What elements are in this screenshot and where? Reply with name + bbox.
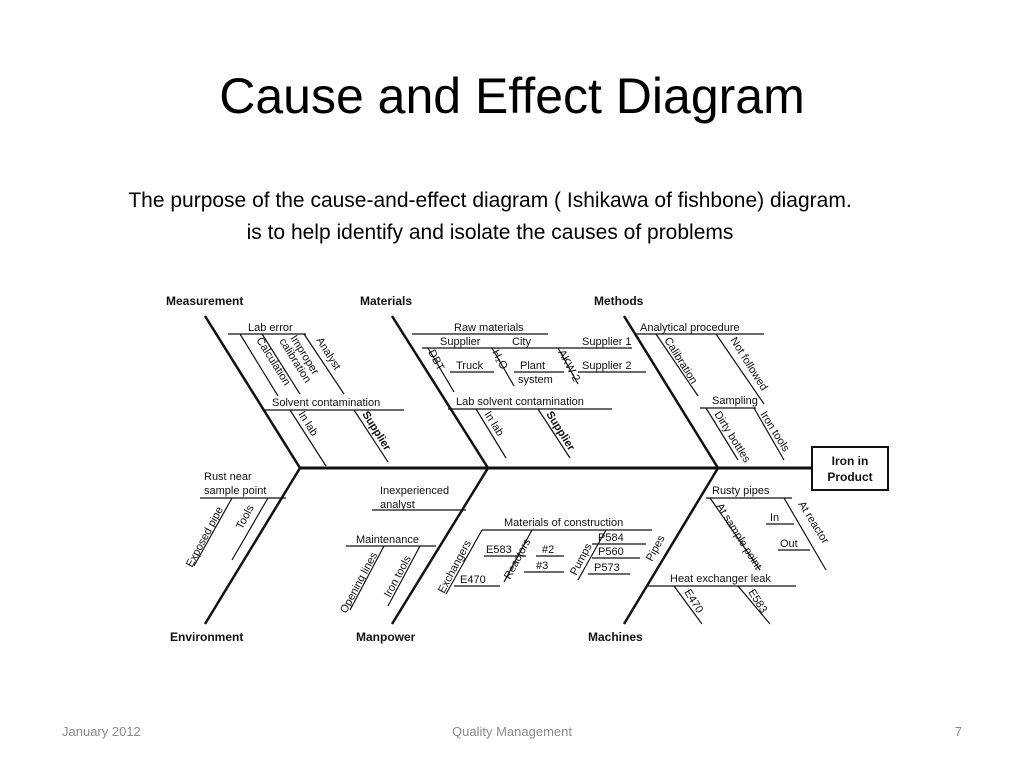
category-machines: Machines bbox=[588, 630, 643, 644]
category-materials: Materials bbox=[360, 294, 412, 308]
cause-p573: P573 bbox=[594, 562, 620, 574]
cause-rusty-pipes: Rusty pipes bbox=[712, 485, 770, 497]
cause-system: system bbox=[518, 374, 553, 386]
cause-city: City bbox=[512, 336, 531, 348]
cause-out: Out bbox=[780, 538, 798, 550]
cause-pumps: Pumps bbox=[568, 541, 595, 577]
category-manpower: Manpower bbox=[356, 630, 416, 644]
cause-sampling: Sampling bbox=[712, 395, 758, 407]
cause-dirty-bottles: Dirty bottles bbox=[711, 409, 752, 465]
cause-plant: Plant bbox=[520, 360, 545, 372]
bone-environment bbox=[203, 467, 302, 625]
cause-p560: P560 bbox=[598, 546, 624, 558]
cause-sample-point: sample point bbox=[204, 485, 266, 497]
cause-at-reactor: At reactor bbox=[795, 499, 831, 546]
bone-manpower bbox=[390, 467, 490, 625]
cause-heat-exchanger-leak: Heat exchanger leak bbox=[670, 573, 771, 585]
effect-line-1: Iron in bbox=[832, 454, 869, 468]
cause-materials-of-construction: Materials of construction bbox=[504, 517, 623, 529]
cause-lab-solvent-contamination: Lab solvent contamination bbox=[456, 396, 584, 408]
cause-p584: P584 bbox=[598, 532, 624, 544]
cause-opening-lines: Opening lines bbox=[338, 550, 380, 615]
footer-page-number: 7 bbox=[954, 724, 962, 739]
cause-supplier-materials: Supplier bbox=[543, 409, 577, 453]
cause-analytical-procedure: Analytical procedure bbox=[640, 322, 740, 334]
cause-e583: E583 bbox=[486, 544, 512, 556]
bone-measurement bbox=[203, 315, 302, 469]
cause-supplier-2: Supplier 2 bbox=[582, 360, 632, 372]
cause-exchangers: Exchangers bbox=[436, 538, 474, 595]
diagram-lines bbox=[193, 315, 889, 625]
cause-maintenance: Maintenance bbox=[356, 534, 419, 546]
subtitle-line-2: is to help identify and isolate the caus… bbox=[246, 221, 734, 244]
cause-inexperienced: Inexperienced bbox=[380, 485, 449, 497]
cause-reactor-2: #2 bbox=[542, 544, 554, 556]
subtitle-line-1: The purpose of the cause-and-effect diag… bbox=[128, 189, 852, 212]
cause-h2o: H₂O bbox=[489, 348, 510, 372]
cause-iron-tools-methods: Iron tools bbox=[757, 409, 791, 454]
cause-reactor-3: #3 bbox=[536, 560, 548, 572]
cause-exposed-pipe: Exposed pipe bbox=[184, 505, 226, 570]
cause-calibration: Calibration bbox=[661, 335, 699, 386]
cause-analyst-manpower: analyst bbox=[380, 499, 415, 511]
cause-in: In bbox=[770, 512, 779, 524]
cause-supplier-raw: Supplier bbox=[440, 336, 481, 348]
cause-solvent-contamination: Solvent contamination bbox=[272, 397, 380, 409]
cause-raw-materials: Raw materials bbox=[454, 322, 524, 334]
bone-materials bbox=[390, 315, 490, 469]
cause-dbt: DBT bbox=[425, 348, 446, 373]
cause-tools: Tools bbox=[234, 503, 257, 532]
cause-akw2: AKW-2 bbox=[555, 348, 582, 384]
cause-supplier: Supplier bbox=[359, 409, 393, 453]
cause-rust-near: Rust near bbox=[204, 471, 252, 483]
cause-not-followed: Not followed bbox=[727, 335, 769, 393]
cause-truck: Truck bbox=[456, 360, 484, 372]
category-environment: Environment bbox=[170, 630, 243, 644]
cause-supplier-1: Supplier 1 bbox=[582, 336, 632, 348]
cause-e583-leak: E583 bbox=[745, 587, 769, 615]
bone-methods bbox=[622, 315, 720, 469]
effect-line-2: Product bbox=[827, 470, 872, 484]
category-methods: Methods bbox=[594, 294, 644, 308]
cause-at-sample-point: At sample point bbox=[713, 501, 763, 572]
cause-e470: E470 bbox=[460, 574, 486, 586]
bone-machines bbox=[622, 467, 720, 625]
slide-title: Cause and Effect Diagram bbox=[219, 68, 805, 124]
slide-subtitle: The purpose of the cause-and-effect diag… bbox=[0, 185, 980, 249]
cause-iron-tools-manpower: Iron tools bbox=[382, 553, 414, 599]
effect-box bbox=[811, 446, 889, 491]
footer-date: January 2012 bbox=[62, 724, 141, 739]
footer-title: Quality Management bbox=[452, 724, 572, 739]
cause-lab-error: Lab error bbox=[248, 322, 293, 334]
category-measurement: Measurement bbox=[166, 294, 243, 308]
